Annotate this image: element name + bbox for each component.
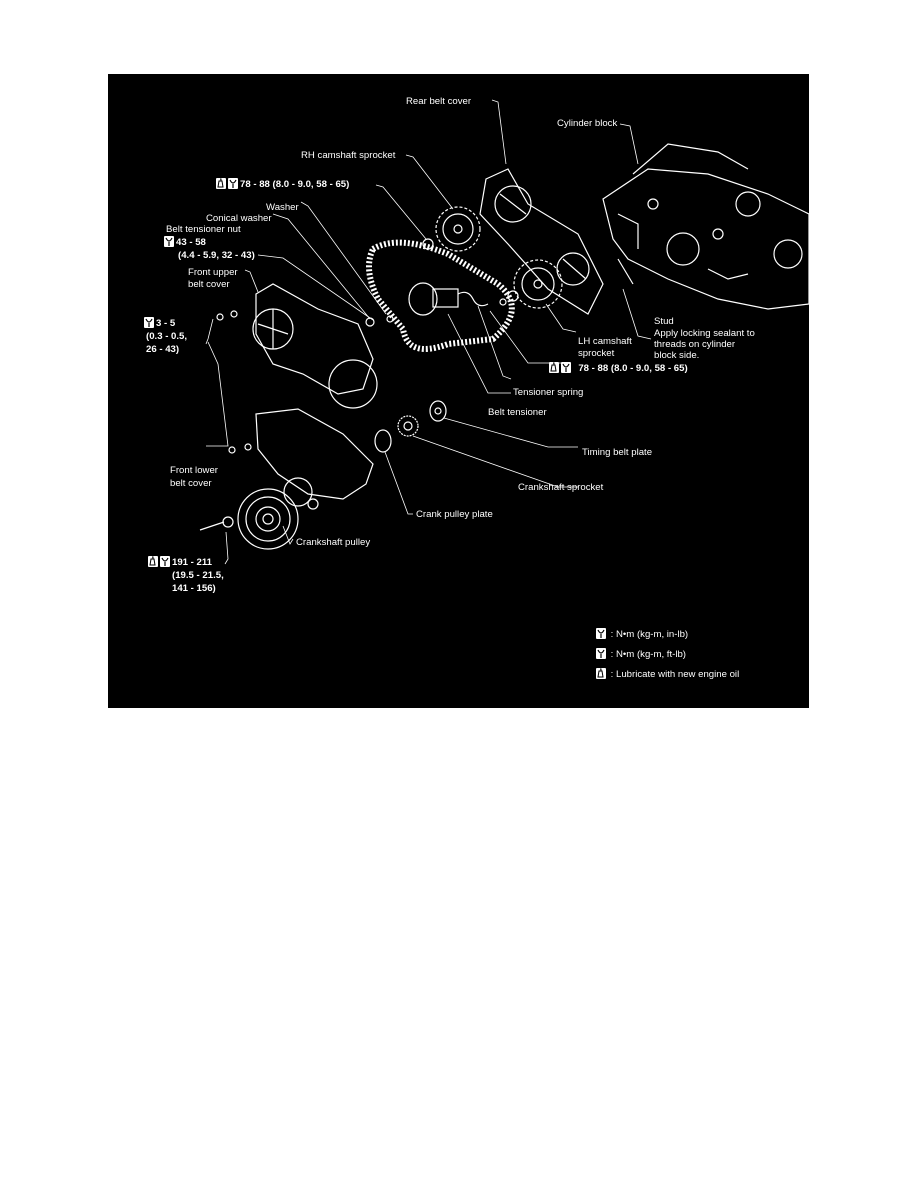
front-lower-belt-cover-drawing [255, 359, 378, 510]
label-washer: Washer [266, 202, 299, 213]
bolts-drawing [216, 310, 394, 454]
torque-cover-bolt-value: 3 - 5 [156, 318, 176, 329]
timing-belt-diagram: Rear belt cover Cylinder block RH camsha… [108, 74, 809, 708]
label-torque-crank-3: 141 - 156) [172, 583, 216, 594]
leader-lines [205, 99, 652, 565]
label-front-lower-belt-cover-2: belt cover [170, 478, 212, 489]
label-front-upper-belt-cover-2: belt cover [188, 279, 230, 290]
label-front-upper-belt-cover-1: Front upper [188, 267, 238, 278]
cylinder-block-drawing [602, 143, 809, 310]
label-lh-camshaft-sprocket-1: LH camshaft [578, 336, 632, 347]
torque-wrench-icon [160, 556, 170, 567]
oil-can-icon [216, 178, 226, 189]
crankshaft-pulley-drawing [199, 488, 299, 550]
legend-text-lubricate: : Lubricate with new engine oil [610, 669, 740, 680]
torque-wrench-icon [228, 178, 238, 189]
crank-pulley-plate-drawing [374, 429, 392, 453]
torque-wrench-icon [596, 628, 606, 639]
torque-wrench-icon [144, 317, 154, 328]
label-cylinder-block: Cylinder block [557, 118, 618, 129]
label-stud-note-2: threads on cylinder [654, 339, 736, 350]
label-front-lower-belt-cover-1: Front lower [170, 465, 218, 476]
torque-wrench-icon [596, 648, 606, 659]
label-lh-camshaft-sprocket-2: sprocket [578, 348, 615, 359]
label-torque-crank: 191 - 211 [148, 556, 212, 568]
oil-can-icon [148, 556, 158, 567]
label-conical-washer: Conical washer [206, 213, 272, 224]
crankshaft-sprocket-drawing [397, 415, 419, 437]
label-torque-cover-bolt: 3 - 5 [144, 317, 175, 329]
rh-camshaft-sprocket-drawing [422, 206, 481, 252]
legend-item-ftlb: : N•m (kg-m, ft-lb) [596, 648, 686, 661]
oil-can-icon [596, 668, 606, 679]
legend-text-inlb: : N•m (kg-m, in-lb) [610, 629, 689, 640]
torque-wrench-icon [164, 236, 174, 247]
torque-crank-value: 191 - 211 [172, 557, 213, 568]
label-torque-crank-2: (19.5 - 21.5, [172, 570, 224, 581]
label-torque-tensioner-nut-2: (4.4 - 5.9, 32 - 43) [178, 250, 255, 261]
label-rh-camshaft-sprocket: RH camshaft sprocket [301, 150, 396, 161]
rear-belt-cover-drawing [479, 168, 604, 315]
label-belt-tensioner: Belt tensioner [488, 407, 547, 418]
label-belt-tensioner-nut: Belt tensioner nut [166, 224, 241, 235]
label-torque-tensioner-nut: 43 - 58 [164, 236, 206, 248]
belt-tensioner-drawing [408, 282, 489, 316]
label-torque-cover-bolt-2: (0.3 - 0.5, [146, 331, 188, 342]
oil-can-icon [549, 362, 559, 373]
label-stud-note-3: block side. [654, 350, 700, 361]
label-torque-rh-cam: 78 - 88 (8.0 - 9.0, 58 - 65) [216, 178, 349, 190]
lh-camshaft-sprocket-drawing [499, 259, 563, 309]
legend-text-ftlb: : N•m (kg-m, ft-lb) [610, 649, 686, 660]
torque-lh-cam-value: 78 - 88 (8.0 - 9.0, 58 - 65) [578, 363, 688, 374]
legend-item-lubricate: : Lubricate with new engine oil [596, 668, 739, 681]
label-torque-cover-bolt-3: 26 - 43) [146, 344, 180, 355]
exploded-view-drawing [199, 99, 809, 565]
label-tensioner-spring: Tensioner spring [513, 387, 584, 398]
label-rear-belt-cover: Rear belt cover [406, 96, 472, 107]
torque-wrench-icon [561, 362, 571, 373]
front-upper-belt-cover-drawing [252, 283, 374, 395]
label-stud-note-1: Apply locking sealant to [654, 328, 755, 339]
label-crankshaft-pulley: Crankshaft pulley [296, 537, 371, 548]
stud-drawing [617, 258, 634, 285]
label-torque-lh-cam: 78 - 88 (8.0 - 9.0, 58 - 65) [549, 362, 688, 374]
label-stud: Stud [654, 316, 674, 327]
label-crankshaft-sprocket: Crankshaft sprocket [518, 482, 604, 493]
timing-belt-drawing [366, 239, 515, 352]
torque-rh-cam-value: 78 - 88 (8.0 - 9.0, 58 - 65) [240, 179, 350, 190]
timing-belt-plate-drawing [429, 400, 447, 422]
label-timing-belt-plate: Timing belt plate [582, 447, 653, 458]
torque-tensioner-nut-value: 43 - 58 [176, 237, 206, 248]
label-crank-pulley-plate: Crank pulley plate [416, 509, 493, 520]
legend-item-inlb: : N•m (kg-m, in-lb) [596, 628, 688, 641]
